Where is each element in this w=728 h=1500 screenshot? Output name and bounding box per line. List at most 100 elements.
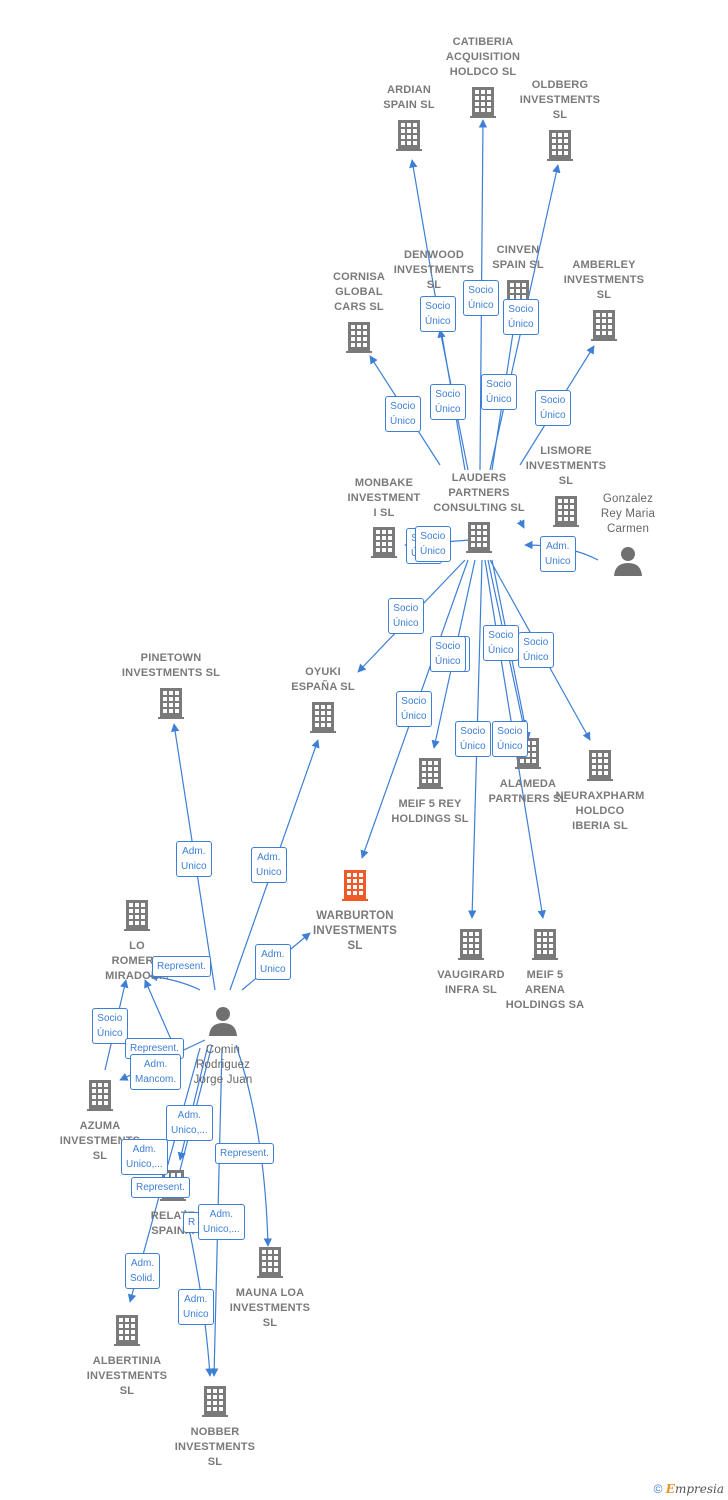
node-maunaloa[interactable]: MAUNA LOA INVESTMENTS SL xyxy=(210,1245,330,1331)
node-label: CORNISA GLOBAL CARS SL xyxy=(332,271,386,313)
node-label: Comin Rodriguez Jorge Juan xyxy=(193,1044,253,1086)
node-alameda[interactable]: ALAMEDA PARTNERS SL xyxy=(468,736,588,807)
node-label: OLDBERG INVESTMENTS SL xyxy=(519,79,601,121)
node-label: ALAMEDA PARTNERS SL xyxy=(488,778,568,805)
edge-comin-maunaloa xyxy=(235,1044,273,1247)
building-icon xyxy=(349,118,469,157)
node-lauders[interactable]: LAUDERS PARTNERS CONSULTING SL xyxy=(419,471,539,559)
node-label: OYUKI ESPAÑA SL xyxy=(291,666,355,693)
edge-label[interactable]: Socio Único xyxy=(535,390,571,426)
edge-label[interactable]: Socio Único xyxy=(503,299,539,335)
building-icon xyxy=(40,1078,160,1117)
person-icon xyxy=(163,1004,283,1041)
building-icon xyxy=(370,756,490,795)
edge-label[interactable]: Socio Único xyxy=(396,691,432,727)
node-comin[interactable]: Comin Rodriguez Jorge Juan xyxy=(163,1004,283,1088)
node-cornisa[interactable]: CORNISA GLOBAL CARS SL xyxy=(299,270,419,359)
edge-label[interactable]: Socio Único xyxy=(92,1008,128,1044)
building-icon xyxy=(111,686,231,725)
edge-label[interactable]: Socio Único xyxy=(463,280,499,316)
edge-label[interactable]: Adm. Mancom. xyxy=(130,1054,182,1090)
building-icon xyxy=(411,927,531,966)
node-label: CINVEN SPAIN SL xyxy=(492,244,544,271)
edge-label[interactable]: Socio Único xyxy=(481,374,517,410)
node-label: LISMORE INVESTMENTS SL xyxy=(525,445,607,487)
node-catiberia[interactable]: CATIBERIA ACQUISITION HOLDCO SL xyxy=(423,35,543,124)
edge-lauders-lismore xyxy=(516,519,525,529)
edge-label[interactable]: Adm. Solid. xyxy=(125,1253,161,1289)
edge-label[interactable]: Socio Único xyxy=(420,296,456,332)
node-gonzalez[interactable]: Gonzalez Rey Maria Carmen xyxy=(568,492,688,581)
edge-label[interactable]: Adm. Unico,... xyxy=(198,1204,245,1240)
edge-label[interactable]: Socio Único xyxy=(518,632,554,668)
edge-label[interactable]: Adm. Unico xyxy=(255,944,291,980)
node-monbake[interactable]: MONBAKE INVESTMENT I SL xyxy=(324,476,444,564)
building-icon xyxy=(295,868,415,907)
building-icon xyxy=(419,520,539,559)
edge-label[interactable]: Socio Único xyxy=(455,721,491,757)
edge-label[interactable]: Represent. xyxy=(152,956,211,977)
edge-label[interactable]: Adm. Unico xyxy=(176,841,212,877)
edge-label[interactable]: Adm. Unico xyxy=(251,847,287,883)
edge-label[interactable]: Adm. Unico xyxy=(178,1289,214,1325)
copyright-symbol: © xyxy=(653,1482,663,1496)
node-label: WARBURTON INVESTMENTS SL xyxy=(313,910,397,952)
node-meif5rey[interactable]: MEIF 5 REY HOLDINGS SL xyxy=(370,756,490,827)
building-icon xyxy=(423,85,543,124)
node-label: ARDIAN SPAIN SL xyxy=(383,84,435,111)
node-label: AZUMA INVESTMENTS SL xyxy=(59,1120,141,1162)
edge-label[interactable]: Adm. Unico xyxy=(540,536,576,572)
node-label: AMBERLEY INVESTMENTS SL xyxy=(563,259,645,301)
node-albertinia[interactable]: ALBERTINIA INVESTMENTS SL xyxy=(67,1313,187,1399)
node-label: MAUNA LOA INVESTMENTS SL xyxy=(229,1287,311,1329)
node-neuraxpharm[interactable]: NEURAXPHARM HOLDCO IBERIA SL xyxy=(540,748,660,834)
node-label: ALBERTINIA INVESTMENTS SL xyxy=(86,1355,168,1397)
edge-label[interactable]: Socio Único xyxy=(388,598,424,634)
footer-brand: © Empresia xyxy=(654,1482,724,1496)
building-icon xyxy=(77,898,197,937)
edge-label[interactable]: Socio Único xyxy=(430,636,466,672)
edge-label[interactable]: Socio Único xyxy=(385,396,421,432)
building-icon xyxy=(67,1313,187,1352)
building-icon xyxy=(485,927,605,966)
building-icon xyxy=(540,748,660,787)
node-label: LAUDERS PARTNERS CONSULTING SL xyxy=(433,472,525,514)
node-nobber[interactable]: NOBBER INVESTMENTS SL xyxy=(155,1384,275,1470)
building-icon xyxy=(210,1245,330,1284)
empresia-logo: Empresia xyxy=(665,1482,724,1496)
edge-label[interactable]: Socio Único xyxy=(492,721,528,757)
node-label: Gonzalez Rey Maria Carmen xyxy=(600,493,656,535)
edge-label[interactable]: Adm. Unico,... xyxy=(121,1139,168,1175)
building-icon xyxy=(155,1384,275,1423)
node-label: NOBBER INVESTMENTS SL xyxy=(174,1426,256,1468)
person-icon xyxy=(568,544,688,581)
node-label: MEIF 5 ARENA HOLDINGS SA xyxy=(505,969,585,1011)
edge-label[interactable]: Adm. Unico,... xyxy=(166,1105,213,1141)
node-pinetown[interactable]: PINETOWN INVESTMENTS SL xyxy=(111,651,231,725)
edge-label[interactable]: Socio Único xyxy=(483,625,519,661)
node-label: DENWOOD INVESTMENTS SL xyxy=(393,249,475,291)
node-oyuki[interactable]: OYUKI ESPAÑA SL xyxy=(263,665,383,739)
edge-label[interactable]: Represent. xyxy=(131,1177,190,1198)
building-icon xyxy=(506,494,626,533)
node-label: MONBAKE INVESTMENT I SL xyxy=(347,477,421,519)
node-ardian[interactable]: ARDIAN SPAIN SL xyxy=(349,83,469,157)
building-icon xyxy=(544,308,664,347)
node-azuma[interactable]: AZUMA INVESTMENTS SL xyxy=(40,1078,160,1164)
building-icon xyxy=(299,320,419,359)
node-label: PINETOWN INVESTMENTS SL xyxy=(121,652,221,679)
node-vaugirard[interactable]: VAUGIRARD INFRA SL xyxy=(411,927,531,998)
edge-label[interactable]: Socio Único xyxy=(415,526,451,562)
building-icon xyxy=(324,525,444,564)
edge-label[interactable]: Socio Único xyxy=(430,384,466,420)
node-meif5arena[interactable]: MEIF 5 ARENA HOLDINGS SA xyxy=(485,927,605,1013)
node-lismore[interactable]: LISMORE INVESTMENTS SL xyxy=(506,444,626,533)
building-icon xyxy=(500,128,620,167)
node-warburton[interactable]: WARBURTON INVESTMENTS SL xyxy=(295,868,415,954)
node-oldberg[interactable]: OLDBERG INVESTMENTS SL xyxy=(500,78,620,167)
node-label: NEURAXPHARM HOLDCO IBERIA SL xyxy=(555,790,645,832)
edge-label[interactable]: Represent. xyxy=(215,1143,274,1164)
building-icon xyxy=(263,700,383,739)
node-label: VAUGIRARD INFRA SL xyxy=(437,969,505,996)
node-amberley[interactable]: AMBERLEY INVESTMENTS SL xyxy=(544,258,664,347)
